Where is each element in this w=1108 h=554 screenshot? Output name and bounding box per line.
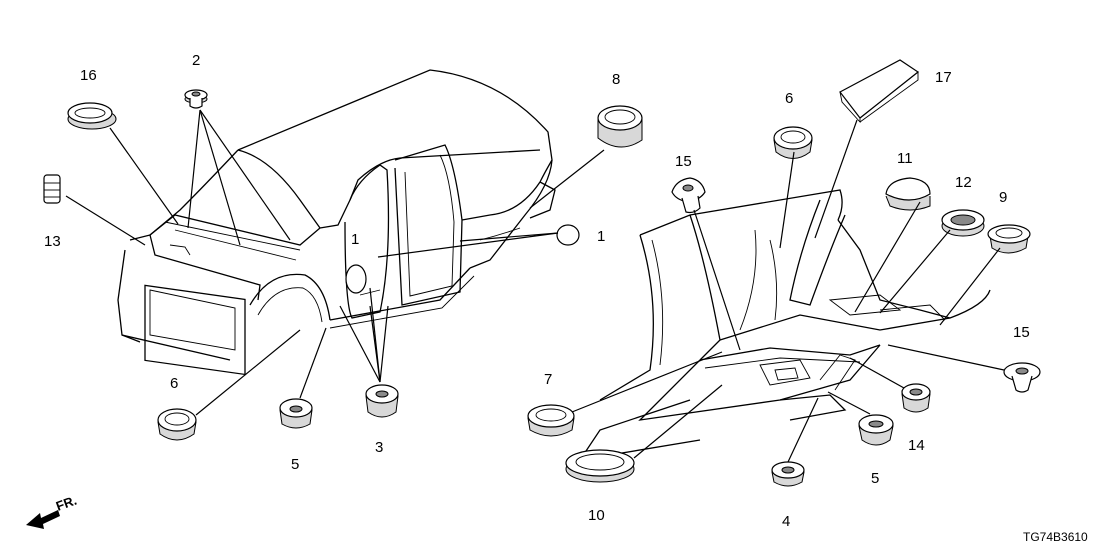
part-7-grommet bbox=[527, 404, 575, 437]
part-11-seal-pad bbox=[885, 177, 931, 211]
part-5-grommet-right bbox=[858, 414, 894, 446]
callout-6-upper: 6 bbox=[785, 90, 793, 107]
part-6-grommet-upper bbox=[773, 126, 813, 159]
callout-1-left: 1 bbox=[351, 231, 359, 248]
part-8-grommet bbox=[597, 105, 643, 148]
callout-17: 17 bbox=[935, 69, 952, 86]
diagram-code: TG74B3610 bbox=[1023, 530, 1088, 544]
callout-3: 3 bbox=[375, 439, 383, 456]
callout-14: 14 bbox=[908, 437, 925, 454]
callout-1-right: 1 bbox=[597, 228, 605, 245]
callout-labels: 16 2 13 1 1 8 6 17 15 11 12 9 15 7 6 5 3… bbox=[44, 52, 1030, 530]
callout-15-lower: 15 bbox=[1013, 324, 1030, 341]
callout-10: 10 bbox=[588, 507, 605, 524]
part-2-clip bbox=[184, 89, 208, 109]
part-10-oval-grommet bbox=[565, 449, 635, 483]
callout-2: 2 bbox=[192, 52, 200, 69]
part-15-clip-lower bbox=[1003, 362, 1041, 393]
front-label: FR. bbox=[54, 493, 79, 514]
callout-7: 7 bbox=[544, 371, 552, 388]
part-13-fastener bbox=[43, 174, 61, 204]
part-17-insulator-pad bbox=[839, 59, 920, 124]
part-15-clip-upper bbox=[671, 177, 706, 214]
callout-16: 16 bbox=[80, 67, 97, 84]
leader-lines bbox=[65, 109, 1005, 463]
part-16-oval-plug bbox=[67, 102, 117, 130]
callout-5-left: 5 bbox=[291, 456, 299, 473]
callout-13: 13 bbox=[44, 233, 61, 250]
part-1-round-plug-right bbox=[556, 224, 580, 246]
front-arrow-icon bbox=[26, 510, 60, 529]
front-direction-indicator: FR. bbox=[26, 493, 79, 529]
callout-11: 11 bbox=[897, 150, 913, 167]
callout-8: 8 bbox=[612, 71, 620, 88]
part-12-ring-grommet bbox=[941, 209, 985, 237]
callout-5-right: 5 bbox=[871, 470, 879, 487]
callout-12: 12 bbox=[955, 174, 972, 191]
part-3-grommet bbox=[365, 384, 399, 418]
callout-9: 9 bbox=[999, 189, 1007, 206]
callout-6-lower: 6 bbox=[170, 375, 178, 392]
part-14-grommet bbox=[901, 383, 931, 413]
part-6-grommet-lower bbox=[157, 408, 197, 441]
part-9-grommet bbox=[987, 224, 1031, 254]
part-1-round-plug-left bbox=[345, 264, 367, 294]
callout-15-upper: 15 bbox=[675, 153, 692, 170]
vehicle-body-shell bbox=[117, 69, 556, 376]
part-5-grommet-left bbox=[279, 398, 313, 429]
callout-4: 4 bbox=[782, 513, 790, 530]
part-4-grommet bbox=[771, 461, 805, 487]
floor-pan bbox=[578, 189, 991, 461]
